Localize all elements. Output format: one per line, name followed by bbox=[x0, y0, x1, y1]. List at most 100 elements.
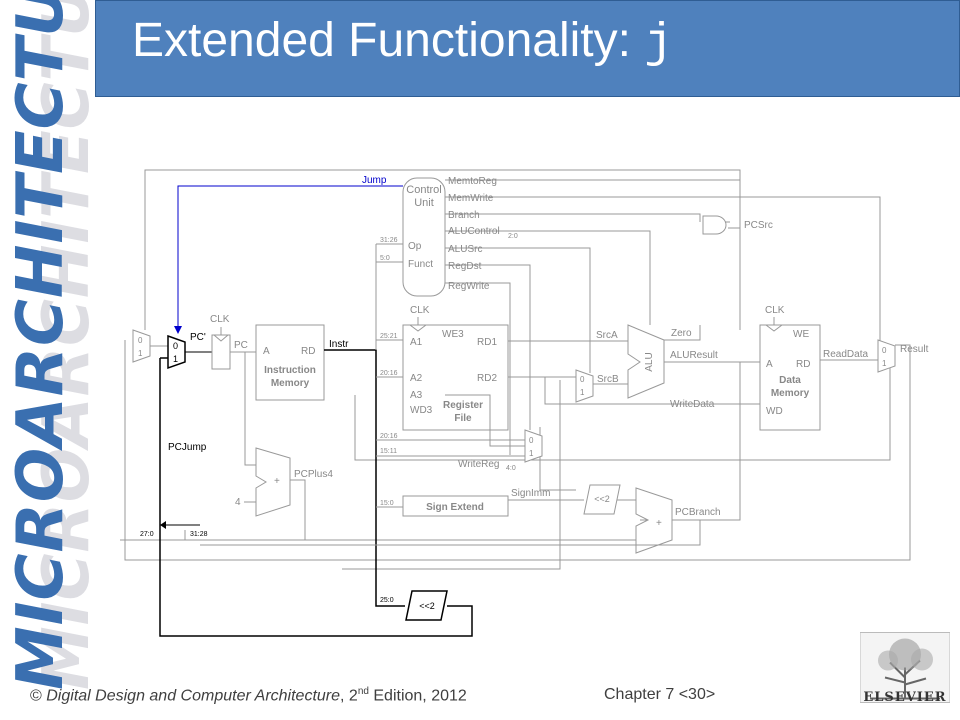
rf-rd2: RD2 bbox=[477, 373, 497, 384]
jump-wire bbox=[177, 185, 403, 330]
pcplus4-adder bbox=[255, 447, 291, 517]
rf-a2: A2 bbox=[410, 373, 423, 384]
alu bbox=[627, 324, 665, 399]
imem-rd: RD bbox=[301, 346, 315, 357]
aluresult-label: ALUResult bbox=[670, 350, 718, 361]
bits-25-0: 25:0 bbox=[380, 597, 394, 604]
slide-title: Extended Functionality: j bbox=[132, 13, 673, 71]
chapter-label: Chapter 7 <30> bbox=[604, 686, 716, 703]
dmem-rd: RD bbox=[796, 359, 810, 370]
dmem-name1: Data bbox=[779, 375, 801, 386]
op-label: Op bbox=[408, 241, 422, 252]
readdata-label: ReadData bbox=[823, 349, 868, 360]
pcplus4-label: PCPlus4 bbox=[294, 469, 333, 480]
pcbranch-adder bbox=[635, 487, 673, 554]
four-label: 4 bbox=[235, 497, 241, 508]
signal-alucontrol: ALUControl bbox=[448, 226, 500, 237]
result-mux-1: 1 bbox=[882, 359, 887, 368]
pcsrc-label: PCSrc bbox=[744, 220, 773, 231]
clk-pc: CLK bbox=[210, 314, 230, 325]
rf-we3: WE3 bbox=[442, 329, 464, 340]
shift-branch-label: <<2 bbox=[594, 494, 610, 504]
signal-memwrite: MemWrite bbox=[448, 193, 494, 204]
writereg-mux-1: 1 bbox=[529, 449, 534, 458]
copyright-symbol: © bbox=[30, 687, 42, 705]
signal-memtoreg: MemtoReg bbox=[448, 176, 497, 187]
writereg-mux-0: 0 bbox=[529, 436, 534, 445]
result-mux-0: 0 bbox=[882, 346, 887, 355]
book-title: Digital Design and Computer Architecture bbox=[46, 687, 341, 705]
writedata-label: WriteData bbox=[670, 399, 715, 410]
pc-register bbox=[211, 334, 231, 370]
alu-label: ALU bbox=[644, 352, 655, 371]
clk-dmem: CLK bbox=[765, 305, 785, 316]
title-code: j bbox=[644, 17, 674, 71]
bits-25-21: 25:21 bbox=[380, 333, 398, 340]
imem-name1: Instruction bbox=[264, 365, 316, 376]
title-bar: Extended Functionality: j bbox=[95, 0, 960, 97]
bits-20-16a: 20:16 bbox=[380, 370, 398, 377]
srcb-label: SrcB bbox=[597, 374, 619, 385]
publisher-name: ELSEVIER bbox=[863, 690, 947, 705]
control-unit-title1: Control bbox=[406, 184, 441, 196]
writereg-label: WriteReg bbox=[458, 459, 500, 470]
signal-regdst: RegDst bbox=[448, 261, 482, 272]
control-unit bbox=[402, 177, 446, 297]
result-label: Result bbox=[900, 344, 929, 355]
writereg-sub: 4:0 bbox=[506, 465, 516, 472]
dmem-wd: WD bbox=[766, 406, 783, 417]
edition-rest: Edition, 2012 bbox=[368, 687, 467, 705]
rf-name1: Register bbox=[443, 400, 483, 411]
signext-label: Sign Extend bbox=[426, 502, 484, 513]
zero-label: Zero bbox=[671, 328, 692, 339]
bits-5-0: 5:0 bbox=[380, 255, 390, 262]
pcsrc-mux-0: 0 bbox=[138, 336, 143, 345]
writereg-mux bbox=[524, 429, 543, 463]
dmem-we: WE bbox=[793, 329, 809, 340]
pcbranch-plus: + bbox=[656, 518, 662, 529]
bits-31-26: 31:26 bbox=[380, 237, 398, 244]
and-gate bbox=[702, 215, 727, 235]
bits-20-16b: 20:16 bbox=[380, 433, 398, 440]
jump-label: Jump bbox=[362, 175, 387, 186]
srca-label: SrcA bbox=[596, 330, 618, 341]
pcplus4-plus: + bbox=[274, 476, 280, 487]
shift-jump-label: <<2 bbox=[419, 601, 435, 611]
dmem-a: A bbox=[766, 359, 773, 370]
pc-prime-label: PC' bbox=[190, 332, 206, 343]
bits-15-11: 15:11 bbox=[380, 448, 397, 455]
rf-rd1: RD1 bbox=[477, 337, 497, 348]
funct-label: Funct bbox=[408, 259, 433, 270]
jump-mux-0: 0 bbox=[173, 341, 178, 351]
clk-regfile: CLK bbox=[410, 305, 430, 316]
title-text: Extended Functionality: bbox=[132, 14, 645, 67]
pcjump-label: PCJump bbox=[168, 442, 207, 453]
instr-bus bbox=[324, 349, 405, 607]
rf-a3: A3 bbox=[410, 390, 423, 401]
signimm-label: SignImm bbox=[511, 488, 550, 499]
result-mux bbox=[877, 339, 896, 373]
signal-branch: Branch bbox=[448, 210, 480, 221]
bits-15-0: 15:0 bbox=[380, 500, 394, 507]
data-memory bbox=[759, 324, 821, 431]
rf-wd3: WD3 bbox=[410, 405, 433, 416]
shift-branch bbox=[583, 484, 621, 515]
imem-name2: Memory bbox=[271, 378, 310, 389]
pcsrc-mux bbox=[132, 329, 151, 363]
bits-27-0: 27:0 bbox=[140, 531, 154, 538]
instruction-memory bbox=[255, 324, 325, 401]
signal-regwrite: RegWrite bbox=[448, 281, 490, 292]
control-unit-title2: Unit bbox=[414, 197, 434, 209]
shift-jump bbox=[405, 590, 448, 621]
edition-sup: nd bbox=[357, 686, 369, 697]
srcb-mux-1: 1 bbox=[580, 388, 585, 397]
rf-name2: File bbox=[454, 413, 472, 424]
footer-citation: © Digital Design and Computer Architectu… bbox=[30, 686, 467, 705]
sign-extend bbox=[402, 495, 509, 517]
pc-label: PC bbox=[234, 340, 248, 351]
edition-num: 2 bbox=[348, 687, 358, 705]
signal-alucontrol-sub: 2:0 bbox=[508, 233, 518, 240]
dmem-name2: Memory bbox=[771, 388, 810, 399]
instr-label: Instr bbox=[329, 339, 349, 350]
